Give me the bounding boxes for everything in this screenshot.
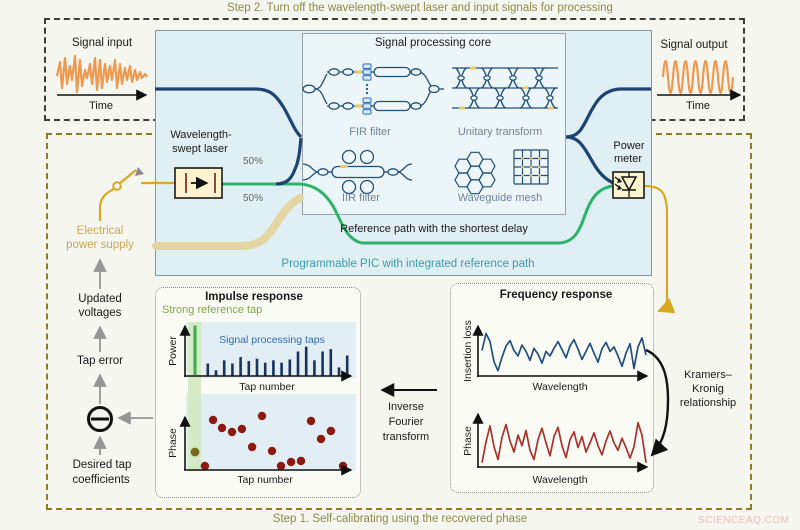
desired-tap-line2: coefficients — [72, 474, 130, 486]
reference-path-label: Reference path with the shortest delay — [340, 223, 528, 235]
fir-label: FIR filter — [349, 126, 391, 138]
electrical-label-line2: power supply — [66, 239, 134, 251]
impulse-xlabel-1: Tap number — [239, 381, 295, 393]
kramers-line2: Kronig — [692, 383, 724, 395]
ifft-line3: transform — [382, 431, 430, 443]
signal-input-label: Signal input — [71, 37, 133, 49]
processing-taps-label: Signal processing taps — [219, 334, 325, 346]
freq-phase-axis: Phase — [461, 426, 474, 456]
time-input-label: Time — [88, 100, 114, 112]
insertion-loss-axis: Insertion loss — [461, 320, 474, 382]
split-top-label: 50% — [243, 156, 264, 167]
power-meter-label-line1: Power — [613, 140, 645, 152]
power-meter-label-line2: meter — [613, 153, 643, 165]
laser-label-line2: swept laser — [172, 143, 228, 155]
split-bottom-label: 50% — [243, 193, 264, 204]
strong-tap-label: Strong reference tap — [162, 304, 263, 316]
unitary-label: Unitary transform — [457, 126, 543, 138]
ifft-line1: Inverse — [387, 401, 425, 413]
updated-voltages-line2: voltages — [78, 307, 122, 319]
pic-caption: Programmable PIC with integrated referen… — [281, 258, 535, 270]
signal-output-label: Signal output — [660, 39, 728, 51]
iir-label: IIR filter — [342, 192, 380, 204]
laser-label-line1: Wavelength- — [170, 129, 232, 141]
ifft-line2: Fourier — [388, 416, 424, 428]
kramers-line1: Kramers– — [684, 369, 732, 381]
impulse-phase-axis: Phase — [166, 428, 179, 458]
desired-tap-line1: Desired tap — [72, 459, 132, 471]
impulse-xlabel-2: Tap number — [237, 474, 293, 486]
electrical-label-line1: Electrical — [76, 225, 124, 237]
updated-voltages-line1: Updated — [78, 293, 122, 305]
step2-label: Step 2. Turn off the wavelength-swept la… — [227, 2, 613, 14]
freq-xlabel-1: Wavelength — [532, 381, 588, 393]
freq-xlabel-2: Wavelength — [532, 474, 588, 486]
core-title: Signal processing core — [374, 37, 492, 49]
watermark: SCIENCEAQ.COM — [698, 515, 790, 526]
impulse-title: Impulse response — [205, 291, 303, 303]
freq-title: Frequency response — [499, 289, 613, 301]
kramers-line3: relationship — [679, 397, 737, 409]
time-output-label: Time — [685, 100, 711, 112]
mesh-label: Waveguide mesh — [457, 192, 543, 204]
step1-label: Step 1. Self-calibrating using the recov… — [272, 513, 528, 525]
tap-error-label: Tap error — [76, 355, 124, 367]
signal-processing-core-box — [302, 33, 566, 215]
impulse-power-axis: Power — [166, 336, 179, 366]
